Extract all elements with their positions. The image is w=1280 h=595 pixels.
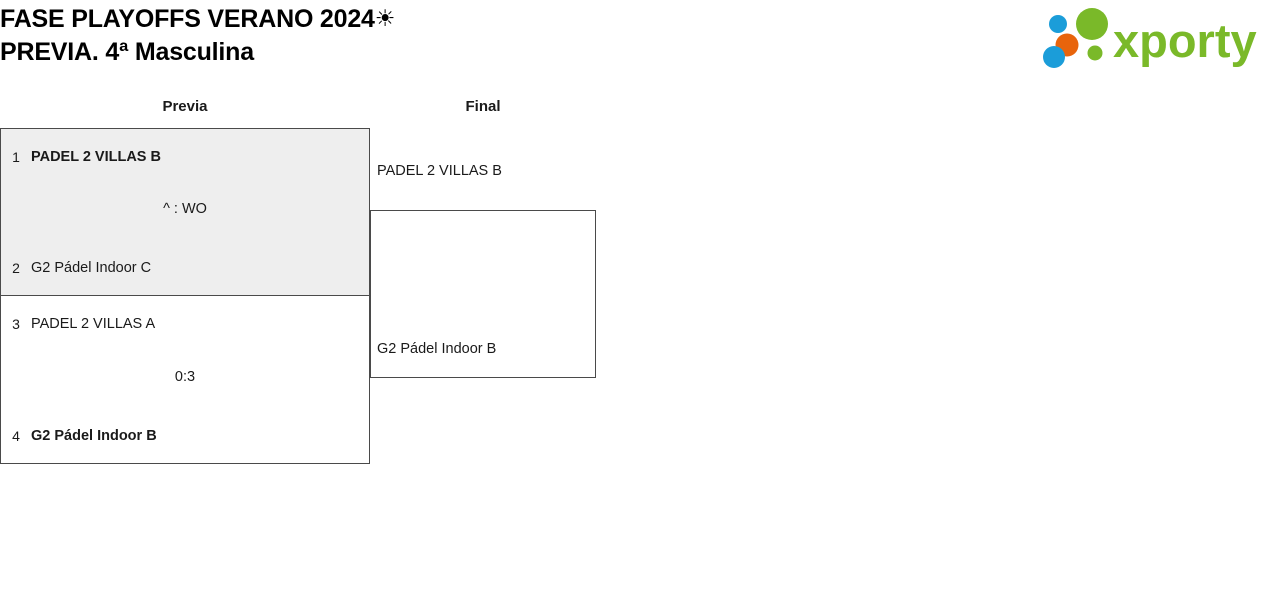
page-header: FASE PLAYOFFS VERANO 2024☀ PREVIA. 4ª Ma… — [0, 0, 1280, 80]
team-seed: 1 — [12, 149, 20, 165]
logo-dot-blue-large — [1043, 46, 1065, 68]
match-team-row[interactable]: 3 PADEL 2 VILLAS A — [1, 313, 369, 335]
logo-wordmark: xporty — [1113, 14, 1257, 67]
match-card-final[interactable]: G2 Pádel Indoor B — [370, 210, 596, 378]
team-name: PADEL 2 VILLAS B — [31, 149, 161, 165]
bracket: Previa Final 1 PADEL 2 VILLAS B ^ : WO 2… — [0, 90, 1280, 595]
logo-dot-green-small — [1087, 45, 1103, 61]
final-slot-top[interactable]: PADEL 2 VILLAS B — [370, 160, 596, 182]
team-name: PADEL 2 VILLAS B — [377, 163, 502, 179]
team-seed: 3 — [12, 316, 20, 332]
match-card-previa-2[interactable]: 3 PADEL 2 VILLAS A 0:3 4 G2 Pádel Indoor… — [0, 295, 370, 464]
round-header-previa: Previa — [162, 98, 208, 115]
round-header-final: Final — [465, 98, 501, 115]
page-title-line-2: PREVIA. 4ª Masculina — [0, 38, 254, 66]
match-score: 0:3 — [174, 369, 196, 385]
page-title: FASE PLAYOFFS VERANO 2024☀ PREVIA. 4ª Ma… — [0, 2, 395, 69]
logo-dot-green-large — [1076, 8, 1108, 40]
team-name: G2 Pádel Indoor B — [31, 428, 157, 444]
match-score: ^ : WO — [163, 201, 207, 217]
tournament-name: FASE PLAYOFFS VERANO 2024 — [0, 5, 375, 33]
match-team-row[interactable]: G2 Pádel Indoor B — [371, 338, 595, 360]
team-seed: 4 — [12, 428, 20, 444]
team-name: G2 Pádel Indoor B — [377, 341, 497, 357]
logo-dot-blue-small — [1049, 15, 1067, 33]
team-name: G2 Pádel Indoor C — [31, 260, 152, 276]
match-team-row[interactable]: 1 PADEL 2 VILLAS B — [1, 146, 369, 168]
page-title-line-1: FASE PLAYOFFS VERANO 2024☀ — [0, 2, 395, 36]
team-name: PADEL 2 VILLAS A — [31, 316, 156, 332]
sun-icon: ☀ — [374, 5, 396, 31]
match-card-previa-1[interactable]: 1 PADEL 2 VILLAS B ^ : WO 2 G2 Pádel Ind… — [0, 128, 370, 296]
match-team-row[interactable]: 4 G2 Pádel Indoor B — [1, 425, 369, 447]
team-seed: 2 — [12, 260, 20, 276]
match-team-row[interactable]: 2 G2 Pádel Indoor C — [1, 257, 369, 279]
xporty-logo[interactable]: xporty — [1042, 8, 1274, 68]
xporty-logo-graphic: xporty — [1043, 8, 1257, 68]
